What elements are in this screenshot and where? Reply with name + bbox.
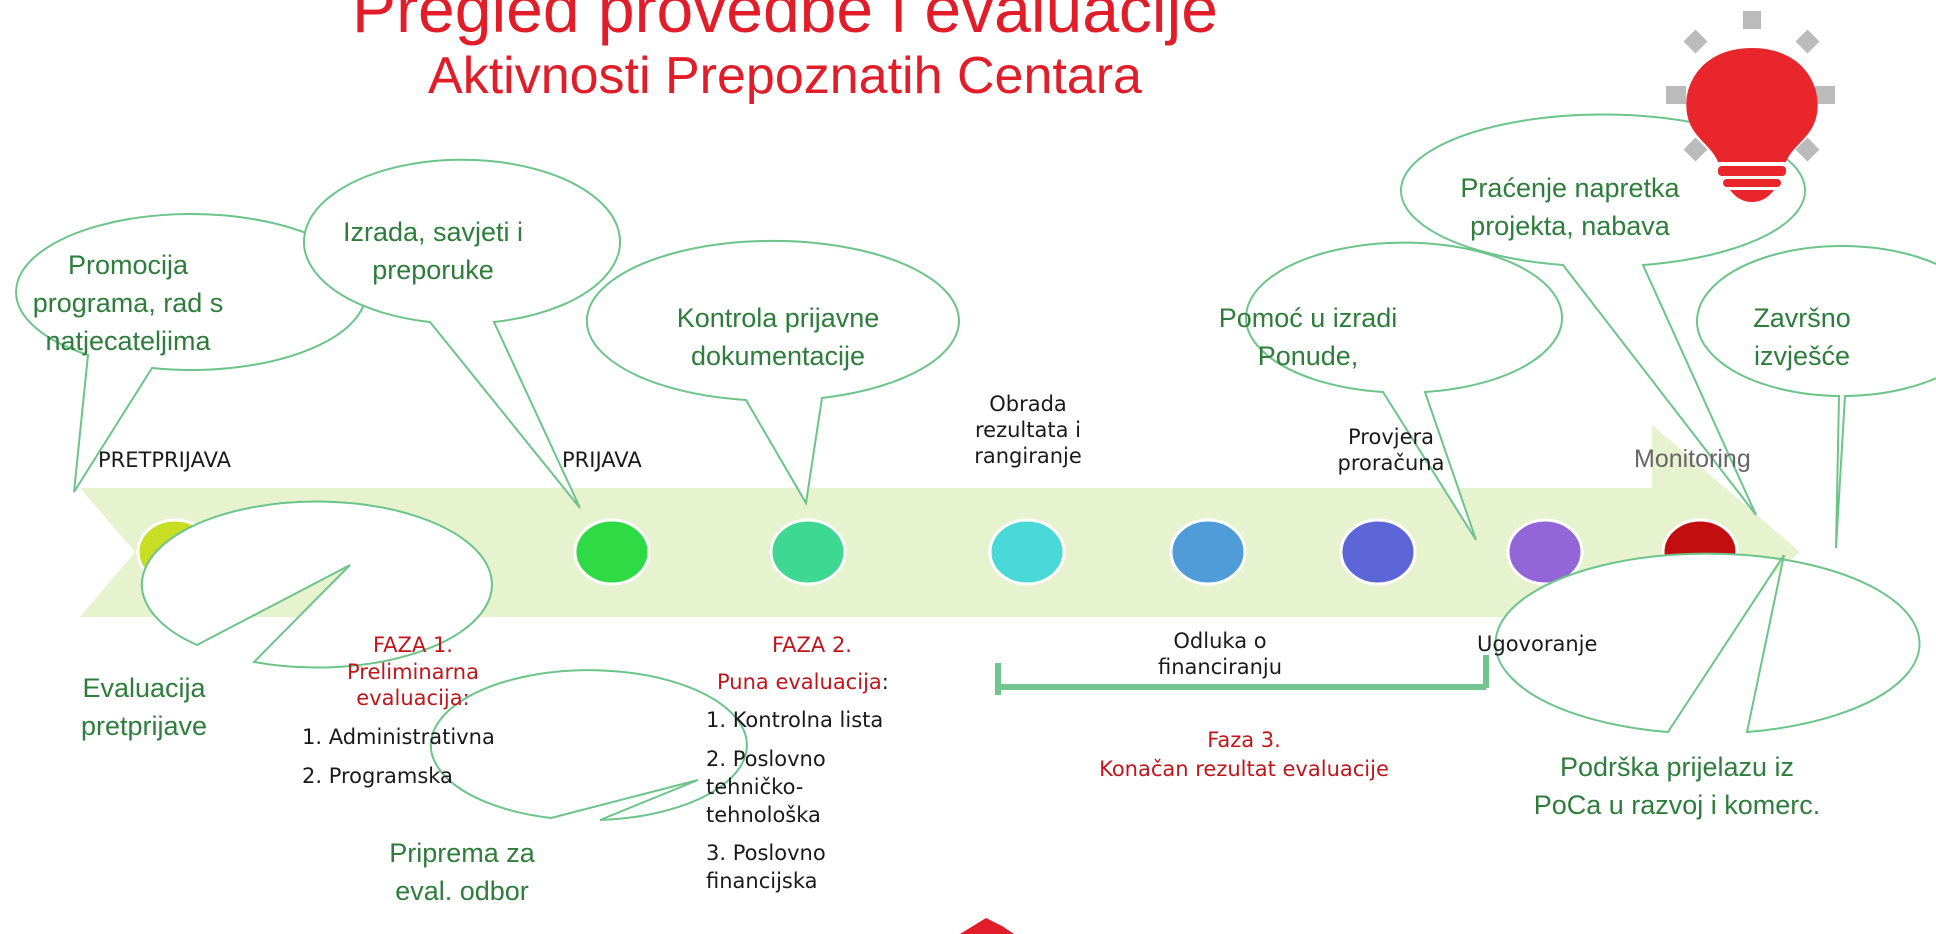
faza2-item: 3. Poslovno financijska [706, 841, 826, 893]
faza1-title: FAZA 1. [373, 633, 453, 657]
stage-label-obrada: Obrada rezultata i rangiranje [974, 392, 1082, 468]
faza3-title: Faza 3. [1207, 728, 1281, 752]
bubble-text-zavrsno: Završno izvješće [1753, 303, 1851, 371]
page-subtitle: Aktivnosti Prepoznatih Centara [428, 47, 1142, 105]
stage-label-provjera: Provjera proračuna [1337, 425, 1445, 475]
faza1-subtitle: Preliminarna evaluacija: [347, 660, 479, 710]
faza2-title: FAZA 2. [772, 633, 852, 657]
bubble-promocija [15, 212, 368, 493]
faza3-subtitle: Konačan rezultat evaluacije [1099, 757, 1389, 781]
page-title: Pregled provedbe i evaluacije [352, 0, 1218, 46]
bubble-text-pracenje: Praćenje napretka projekta, nabava [1460, 173, 1680, 241]
stage-dot [988, 518, 1066, 586]
faza2-colon: : [881, 670, 889, 694]
stage-label-pretprijava: PRETPRIJAVA [98, 448, 232, 472]
bubble-text-promocija: Promocija programa, rad s natjecateljima [32, 250, 224, 356]
bubble-pomoc [1245, 241, 1563, 541]
faza2-item: 1. Kontrolna lista [706, 708, 884, 732]
faza2-item: 2. Poslovno tehničko- tehnološka [706, 747, 826, 827]
bubble-text-kontrola: Kontrola prijavne dokumentacije [676, 303, 880, 371]
bubble-text-podrska: Podrška prijelazu iz PoCa u razvoj i kom… [1533, 752, 1821, 820]
bubble-evaluacija [140, 500, 493, 669]
bubble-zavrsno [1696, 245, 1936, 549]
faza1-item: 2. Programska [302, 764, 453, 788]
faza1-item: 1. Administrativna [302, 725, 495, 749]
faza2-subtitle: Puna evaluacija [717, 670, 882, 694]
timeline-arrow [80, 425, 1800, 680]
bubble-podrska [1494, 552, 1921, 734]
stage-dot [1169, 518, 1247, 586]
stage-dot [769, 518, 847, 586]
bubble-text-pomoc: Pomoć u izradi Ponude, [1218, 303, 1398, 371]
stage-label-prijava: PRIJAVA [562, 448, 642, 472]
bubble-pracenje [1400, 113, 1806, 516]
bottom-red-shape [960, 918, 1014, 934]
bubble-text-priprema: Priprema za eval. odbor [389, 838, 535, 906]
bubble-kontrola [585, 239, 960, 506]
stage-dot [573, 518, 651, 586]
bulb-rays [1666, 11, 1835, 162]
stage-label-odluka: Odluka o financiranju [1157, 629, 1283, 679]
bubble-text-evaluacija: Evaluacija pretprijave [80, 673, 208, 741]
financing-bracket [995, 655, 1489, 695]
bubble-text-izrada: Izrada, savjeti i preporuke [342, 217, 524, 285]
stage-dot [1506, 518, 1584, 586]
faza2-subtitle-row: Puna evaluacija: [717, 669, 889, 695]
lightbulb-icon [1666, 11, 1835, 202]
bubble-izrada [303, 158, 621, 509]
stage-label-ugovoranje: Ugovoranje [1477, 632, 1598, 656]
bubble-priprema [429, 669, 748, 821]
stage-label-monitoring: Monitoring [1634, 445, 1751, 473]
stage-dot [1339, 518, 1417, 586]
